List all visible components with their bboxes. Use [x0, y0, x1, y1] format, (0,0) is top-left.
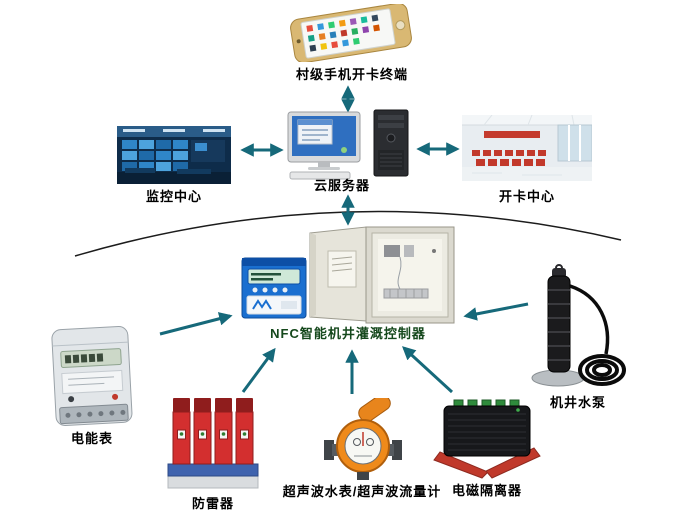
card-center-icon — [462, 115, 592, 181]
pump-image — [528, 262, 628, 394]
cloud-server-icon — [287, 109, 409, 180]
energy-meter-icon — [51, 326, 133, 426]
energy-meter-image — [44, 324, 140, 430]
flow-meter-label: 超声波水表/超声波流量计 — [282, 484, 442, 499]
energy-meter-label: 电能表 — [70, 431, 113, 446]
card-center-label: 开卡中心 — [498, 189, 555, 204]
isolator-label: 电磁隔离器 — [451, 483, 522, 498]
arrow-pump-controller — [463, 302, 529, 321]
monitor-center-icon — [117, 126, 231, 184]
card-center-image — [462, 115, 592, 181]
phone-icon — [290, 4, 412, 62]
monitor-center-label: 监控中心 — [145, 189, 202, 204]
pump-icon — [531, 264, 626, 387]
pump-label: 机井水泵 — [549, 395, 606, 410]
flow-meter-image — [324, 398, 402, 484]
arrow-isolator-controller — [402, 346, 454, 394]
control-cabinet-icon — [309, 226, 455, 324]
surge-protector-icon — [167, 398, 259, 489]
surge-protector-label: 防雷器 — [191, 496, 234, 511]
control-cabinet-image — [308, 225, 456, 327]
isolator-image — [430, 396, 544, 480]
arrow-energymeter-controller — [159, 312, 233, 336]
cloud-server-image — [282, 108, 414, 180]
monitor-center-image — [117, 126, 231, 184]
isolator-icon — [433, 399, 541, 479]
controller-device-icon — [241, 257, 307, 319]
phone-label: 村级手机开卡终端 — [295, 67, 408, 82]
phone-image — [288, 4, 414, 62]
surge-protector-image — [166, 394, 260, 494]
arrow-surge-controller — [241, 347, 276, 393]
cloud-server-label: 云服务器 — [313, 178, 370, 193]
controller-device-image — [241, 257, 307, 319]
controller-label: NFC智能机井灌溉控制器 — [270, 326, 426, 341]
flow-meter-icon — [324, 398, 402, 480]
